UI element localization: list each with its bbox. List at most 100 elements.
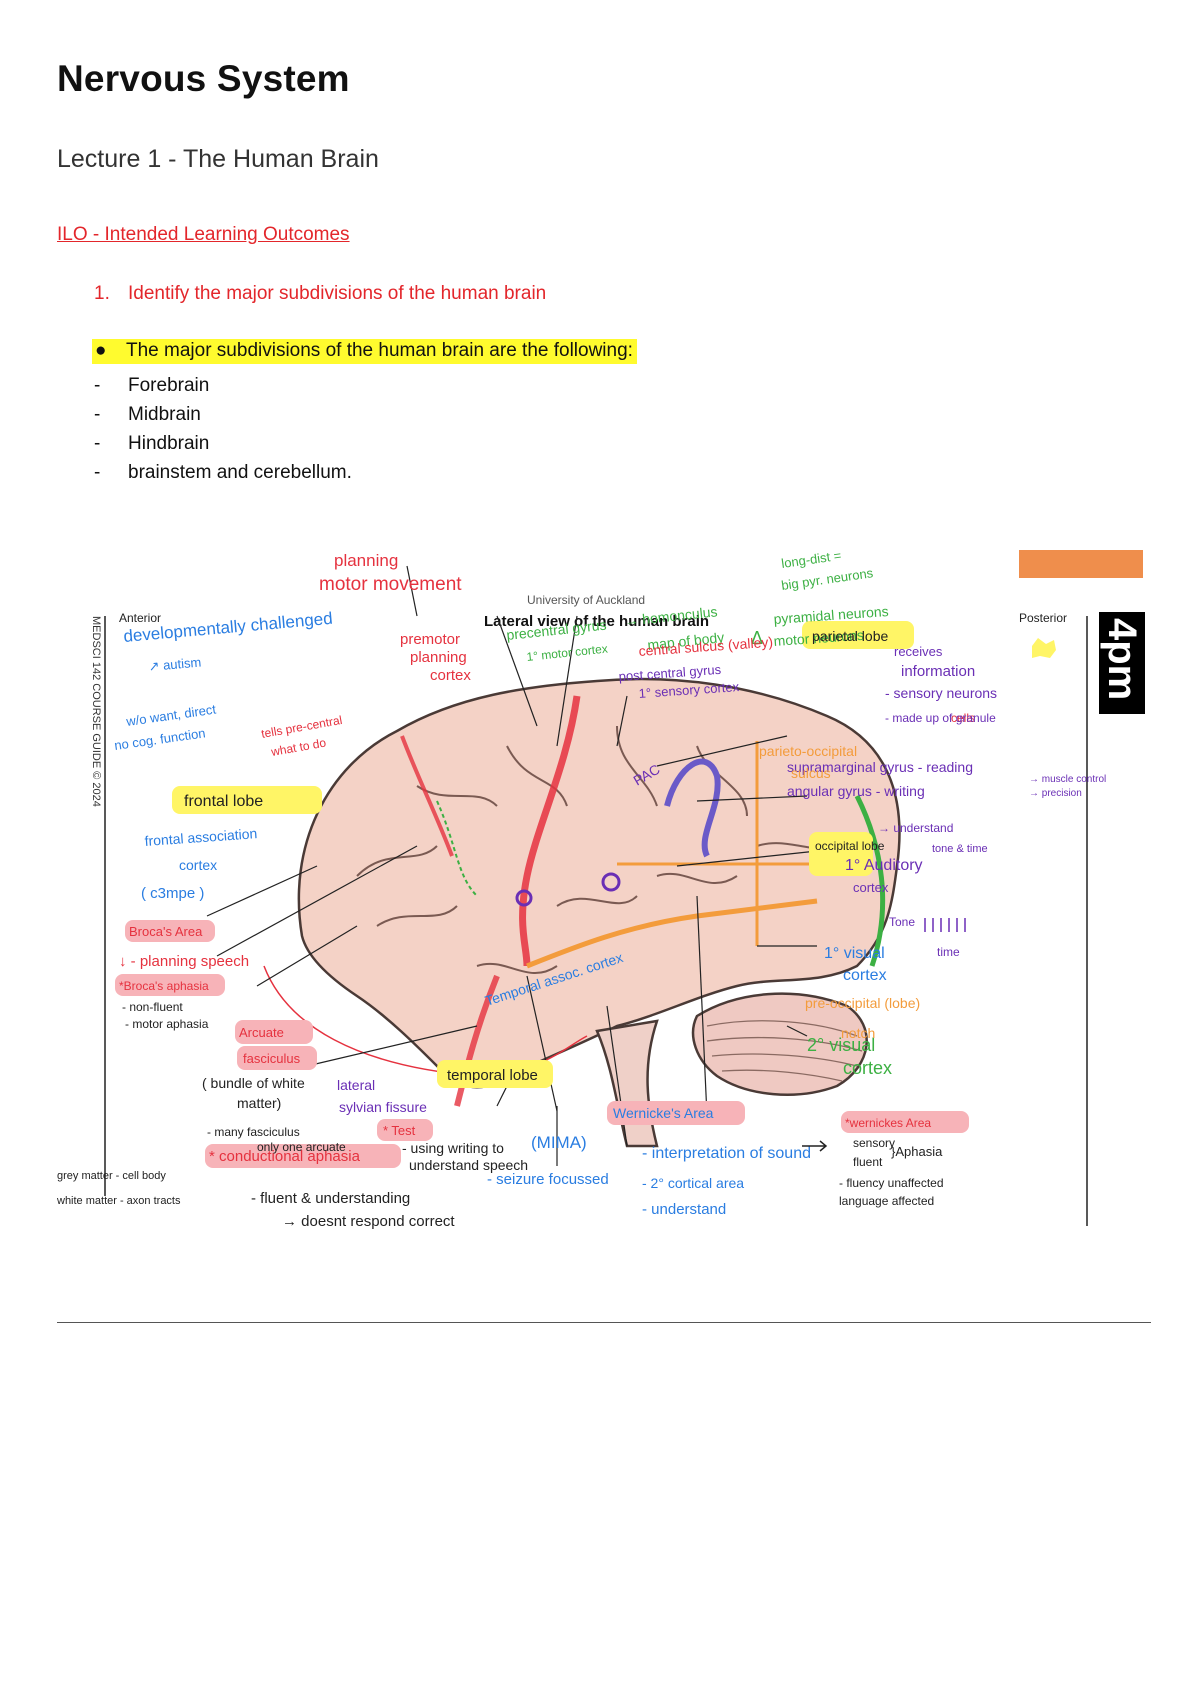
subdivision-list: -Forebrain - Midbrain -Hindbrain -brainst… [94, 371, 352, 487]
note-sylvian: sylvian fissure [339, 1099, 427, 1115]
note-sulcus: sulcus [791, 765, 831, 781]
temporal-lobe-highlight [437, 1060, 553, 1088]
orange-box [1019, 550, 1143, 578]
lateral-fissure-mark [526, 898, 818, 969]
wernickes-aphasia-highlight [841, 1111, 969, 1133]
note-visual-cortex: cortex [843, 967, 887, 984]
note-many-fasciculus: - many fasciculus [207, 1125, 300, 1139]
note-language-affected: language affected [839, 1194, 934, 1208]
note-premotor-cortex: cortex [430, 667, 471, 684]
course-guide-label: MEDSCI 142 COURSE GUIDE © 2024 [90, 616, 102, 807]
precentral-mark [400, 735, 454, 857]
note-muscle-control: → muscle control [1029, 774, 1106, 785]
note-pre-occipital: pre-occipital (lobe) [805, 995, 920, 1011]
yellow-star-icon [1032, 638, 1056, 658]
note-auditory-cortex: cortex [853, 880, 889, 895]
note-motor-movement: motor movement [319, 574, 462, 595]
list-item: - Midbrain [94, 400, 352, 429]
note-bundle: ( bundle of white [202, 1075, 305, 1091]
test-highlight [377, 1119, 433, 1141]
lobe-labels: frontal lobe parietal lobe occipital lob… [184, 628, 888, 1084]
summary-text: The major subdivisions of the human brai… [126, 340, 633, 361]
note-doesnt-respond: → doesnt respond correct [282, 1213, 455, 1230]
brocas-area-highlight [125, 920, 215, 942]
note-motor-aphasia: - motor aphasia [125, 1017, 209, 1031]
note-premotor: premotor [400, 631, 460, 648]
red-notes: planning motor movement premotor plannin… [119, 551, 975, 1165]
occipital-green-mark [854, 794, 886, 967]
brain-illustration [297, 677, 901, 1148]
university-label: University of Auckland [527, 593, 645, 607]
note-premotor-planning: planning [410, 649, 467, 666]
parietal-lobe-highlight [802, 621, 914, 649]
highlighted-summary: ● The major subdivisions of the human bra… [92, 339, 637, 364]
note-supramarginal: supramarginal gyrus - reading [787, 759, 973, 775]
note-visual-1: 1° visual [824, 945, 885, 962]
list-item: -brainstem and cerebellum. [94, 458, 352, 487]
cerebellum-shape [691, 992, 868, 1096]
note-cortex-a: cortex [179, 857, 217, 873]
note-made-granule: - made up of granule [885, 711, 996, 725]
note-brocas-area: Broca's Area [129, 924, 203, 939]
anterior-label: Anterior [119, 611, 161, 625]
note-conduction: * conductional aphasia [209, 1148, 361, 1165]
black-notes: - non-fluent - motor aphasia ( bundle of… [56, 1000, 944, 1230]
note-tone-time: tone & time [932, 843, 988, 855]
note-auditory: 1° Auditory [845, 857, 923, 874]
angular-gyrus-mark [664, 758, 721, 858]
note-mima: (MIMA) [531, 1133, 587, 1152]
brain-figure: Anterior Posterior University of Aucklan… [56, 546, 1151, 1306]
cerebellum-folia [706, 1020, 863, 1082]
brocas-aphasia-highlight [115, 974, 225, 996]
list-item: -Forebrain [94, 371, 352, 400]
note-brocas-aphasia: *Broca's aphasia [119, 979, 209, 993]
time-badge [1099, 612, 1145, 714]
note-arcuate: Arcuate [239, 1025, 284, 1040]
arrow-icon [802, 1140, 828, 1152]
brainstem-shape [595, 1019, 659, 1148]
ilo-heading: ILO - Intended Learning Outcomes [57, 224, 350, 245]
note-sensory-cortex: 1° sensory cortex [638, 679, 740, 701]
central-sulcus-mark [519, 695, 581, 967]
diagram-title: Lateral view of the human brain [484, 613, 709, 630]
note-big-pyr: big pyr. neurons [780, 565, 874, 593]
note-using-writing: - using writing to [402, 1140, 504, 1156]
note-time-label: time [937, 945, 960, 959]
objective-text: Identify the major subdivisions of the h… [128, 283, 547, 304]
note-fluent-understanding: - fluent & understanding [251, 1190, 410, 1207]
dash-icon: - [94, 404, 101, 425]
note-no-cog: no cog. function [113, 725, 206, 753]
gyri-lines [356, 725, 838, 975]
note-fluent: fluent [853, 1155, 883, 1169]
time-badge-text: 4pm [1100, 618, 1144, 700]
note-visual-2: 2° visual [807, 1035, 875, 1055]
note-planning: planning [334, 551, 398, 570]
note-temporal-lobe: temporal lobe [447, 1067, 538, 1084]
list-item-text: brainstem and cerebellum. [128, 462, 352, 483]
note-grey-matter: grey matter - cell body [57, 1170, 166, 1182]
broca-marker [515, 889, 533, 907]
note-sensory-neurons: - sensory neurons [885, 685, 997, 701]
annotated-brain-diagram: Anterior Posterior University of Aucklan… [56, 548, 1145, 1230]
bullet-icon: ● [95, 340, 107, 361]
conduction-highlight [205, 1144, 401, 1168]
note-receives: receives [894, 644, 943, 659]
list-item: -Hindbrain [94, 429, 352, 458]
posterior-label: Posterior [1019, 611, 1067, 625]
list-item-text: Midbrain [128, 404, 201, 425]
note-angular: angular gyrus - writing [787, 783, 925, 799]
page-title: Nervous System [57, 58, 350, 99]
horizontal-rule [57, 1322, 1151, 1323]
note-sensory: sensory [853, 1136, 895, 1150]
objective-number: 1. [94, 283, 110, 304]
tone-sketch [924, 918, 966, 932]
note-precision: → precision [1029, 788, 1082, 799]
note-what-to-do: what to do [269, 735, 327, 759]
note-motor-neurons: motor neurons [773, 627, 864, 649]
note-long-dist: long-dist = [780, 548, 842, 571]
premotor-green-mark [436, 800, 478, 897]
note-parieto-occipital: parieto-occipital [759, 743, 857, 759]
note-understand-speech: understand speech [409, 1157, 528, 1173]
fasciculus-highlight [237, 1046, 317, 1070]
